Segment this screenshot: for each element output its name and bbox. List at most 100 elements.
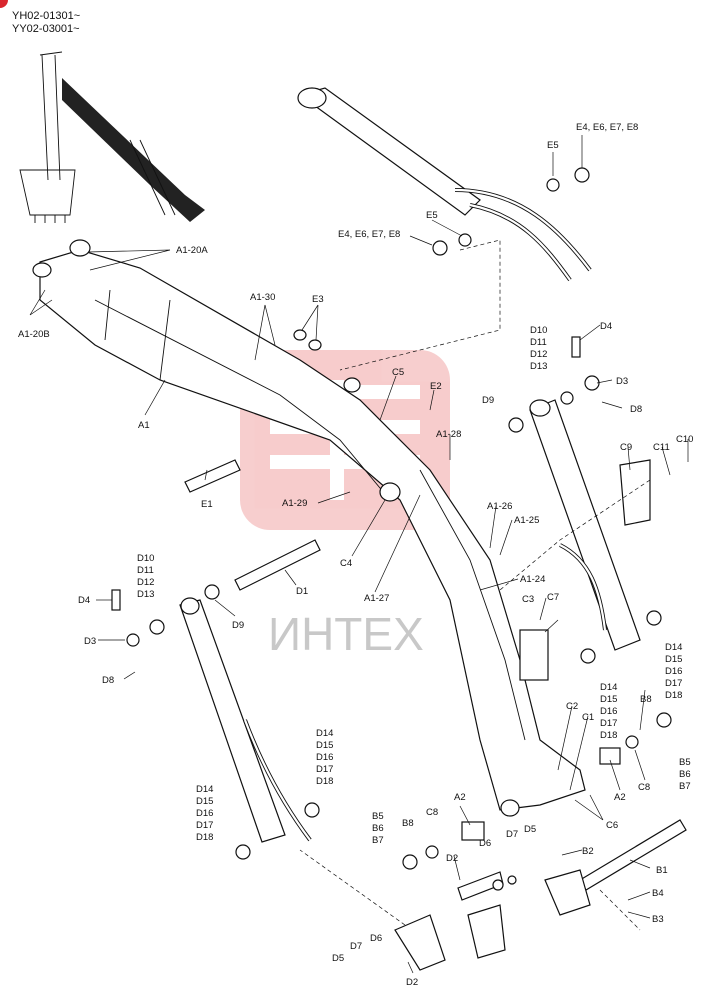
callout-D18-right: D18 bbox=[665, 690, 682, 701]
callout-D15-right: D15 bbox=[665, 654, 682, 665]
callout-B3: B3 bbox=[652, 914, 664, 925]
callout-B5-right: B5 bbox=[679, 757, 691, 768]
callout-D18-mid: D18 bbox=[600, 730, 617, 741]
callout-B8-right: B8 bbox=[640, 694, 652, 705]
boom-cylinder-top bbox=[297, 87, 592, 282]
callout-E3: E3 bbox=[312, 294, 324, 305]
callout-A1-26: A1-26 bbox=[487, 501, 512, 512]
callout-C2: C2 bbox=[566, 701, 578, 712]
callout-B4: B4 bbox=[652, 888, 664, 899]
callout-D1: D1 bbox=[296, 586, 308, 597]
callout-D14-left-a: D14 bbox=[316, 728, 333, 739]
callout-E5-top: E5 bbox=[547, 140, 559, 151]
boom bbox=[32, 239, 586, 817]
callout-D16-mid: D16 bbox=[600, 706, 617, 717]
hardware-parts bbox=[111, 167, 687, 971]
alignment-lines bbox=[299, 239, 651, 931]
callout-C6: C6 bbox=[606, 820, 618, 831]
callout-A1-28: A1-28 bbox=[436, 429, 461, 440]
callout-D8-right: D8 bbox=[630, 404, 642, 415]
callout-C9: C9 bbox=[620, 442, 632, 453]
callout-labels: A1-20A A1-20B A1 A1-30 E3 E5 E4, E6, E7,… bbox=[18, 122, 693, 988]
callout-C11: C11 bbox=[653, 442, 670, 453]
callout-C10: C10 bbox=[676, 434, 693, 445]
callout-E4-E8-mid: E4, E6, E7, E8 bbox=[338, 229, 400, 240]
arm-cylinder-right bbox=[529, 399, 641, 651]
callout-D5-bottom: D5 bbox=[332, 953, 344, 964]
callout-C1: C1 bbox=[582, 712, 594, 723]
callout-D18-left-a: D18 bbox=[316, 776, 333, 787]
callout-D17-right: D17 bbox=[665, 678, 682, 689]
callout-D16-left-b: D16 bbox=[196, 808, 213, 819]
callout-E2: E2 bbox=[430, 381, 442, 392]
callout-B6-right: B6 bbox=[679, 769, 691, 780]
callout-B8-left: B8 bbox=[402, 818, 414, 829]
watermark-text: ИНТЕХ bbox=[268, 608, 424, 660]
callout-A2-left: A2 bbox=[454, 792, 466, 803]
callout-B7-right: B7 bbox=[679, 781, 691, 792]
callout-D2-bottom: D2 bbox=[406, 977, 418, 988]
callout-A1-20A: A1-20A bbox=[176, 245, 208, 256]
callout-B2: B2 bbox=[582, 846, 594, 857]
callout-D15-mid: D15 bbox=[600, 694, 617, 705]
callout-B7-left: B7 bbox=[372, 835, 384, 846]
callout-C3: C3 bbox=[522, 594, 534, 605]
callout-D2-mid: D2 bbox=[446, 853, 458, 864]
callout-C8-right: C8 bbox=[638, 782, 650, 793]
callout-D13-right: D13 bbox=[530, 361, 547, 372]
callout-D18-left-b: D18 bbox=[196, 832, 213, 843]
leader-lines bbox=[29, 135, 689, 974]
callout-A2-right: A2 bbox=[614, 792, 626, 803]
callout-B6-left: B6 bbox=[372, 823, 384, 834]
callout-D12-right: D12 bbox=[530, 349, 547, 360]
callout-D6-mid: D6 bbox=[479, 838, 491, 849]
callout-E5-mid: E5 bbox=[426, 210, 438, 221]
callout-E4-E8-top: E4, E6, E7, E8 bbox=[576, 122, 638, 133]
callout-A1-30: A1-30 bbox=[250, 292, 275, 303]
callout-D12-left: D12 bbox=[137, 577, 154, 588]
callout-A1: A1 bbox=[138, 420, 150, 431]
callout-D15-left-a: D15 bbox=[316, 740, 333, 751]
arm-cylinder-left bbox=[179, 597, 312, 843]
callout-E1: E1 bbox=[201, 499, 213, 510]
callout-D14-left-b: D14 bbox=[196, 784, 213, 795]
callout-C8-left: C8 bbox=[426, 807, 438, 818]
callout-A1-29: A1-29 bbox=[282, 498, 307, 509]
callout-A1-27: A1-27 bbox=[364, 593, 389, 604]
callout-D14-right: D14 bbox=[665, 642, 682, 653]
callout-D16-left-a: D16 bbox=[316, 752, 333, 763]
callout-D11-right: D11 bbox=[530, 337, 547, 348]
callout-D8-left: D8 bbox=[102, 675, 114, 686]
callout-D9-left: D9 bbox=[232, 620, 244, 631]
callout-D5-mid: D5 bbox=[524, 824, 536, 835]
callout-D3-right: D3 bbox=[616, 376, 628, 387]
callout-C7: C7 bbox=[547, 592, 559, 603]
callout-D6-bottom: D6 bbox=[370, 933, 382, 944]
callout-D9-right: D9 bbox=[482, 395, 494, 406]
excavator-inset bbox=[19, 51, 205, 223]
callout-D17-mid: D17 bbox=[600, 718, 617, 729]
callout-D10-left: D10 bbox=[137, 553, 154, 564]
callout-D14-mid: D14 bbox=[600, 682, 617, 693]
callout-D11-left: D11 bbox=[137, 565, 154, 576]
callout-A1-24: A1-24 bbox=[520, 574, 545, 585]
callout-D15-left-b: D15 bbox=[196, 796, 213, 807]
serial-range-1: YH02-01301~ bbox=[12, 10, 81, 22]
callout-D3-left: D3 bbox=[84, 636, 96, 647]
callout-D17-left-b: D17 bbox=[196, 820, 213, 831]
callout-D4-right: D4 bbox=[600, 321, 612, 332]
callout-D16-right: D16 bbox=[665, 666, 682, 677]
serial-range-2: YY02-03001~ bbox=[12, 23, 80, 35]
callout-A1-25: A1-25 bbox=[514, 515, 539, 526]
callout-D7-bottom: D7 bbox=[350, 941, 362, 952]
callout-B5-left: B5 bbox=[372, 811, 384, 822]
callout-A1-20B: A1-20B bbox=[18, 329, 50, 340]
callout-D4-left: D4 bbox=[78, 595, 90, 606]
callout-C4: C4 bbox=[340, 558, 352, 569]
callout-D7-mid: D7 bbox=[506, 829, 518, 840]
callout-C5: C5 bbox=[392, 367, 404, 378]
callout-D13-left: D13 bbox=[137, 589, 154, 600]
callout-D17-left-a: D17 bbox=[316, 764, 333, 775]
